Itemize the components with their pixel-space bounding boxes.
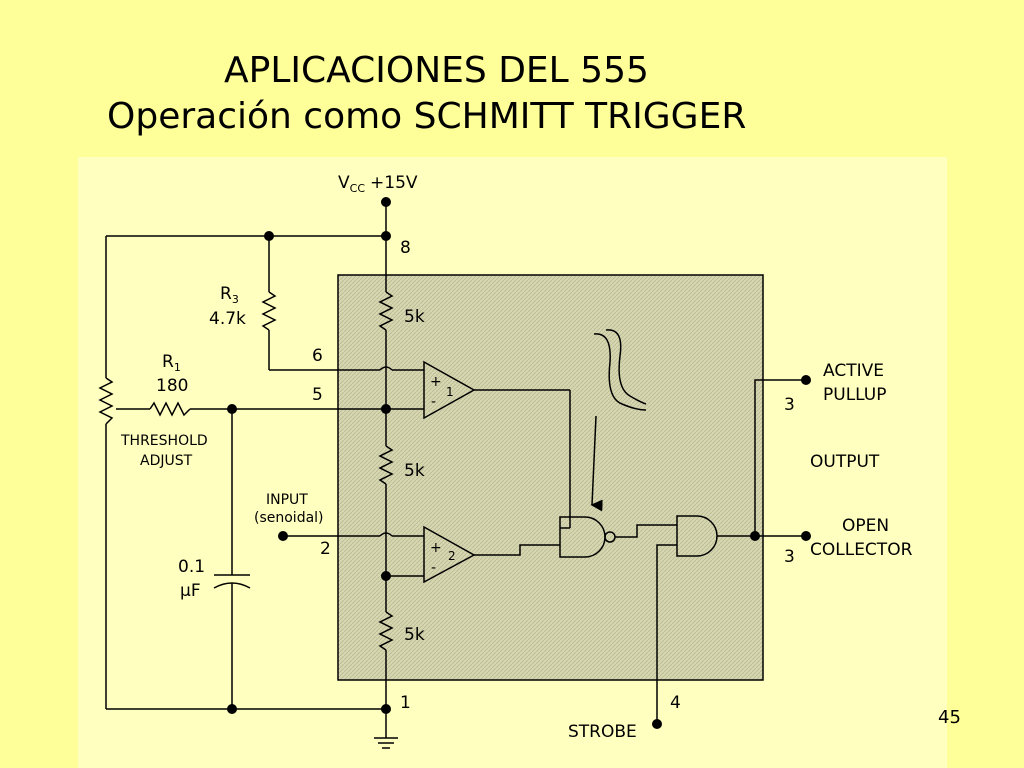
divider-resistor-mid (378, 445, 394, 485)
input-label-2: (senoidal) (254, 510, 324, 526)
strobe-label: STROBE (568, 722, 637, 742)
comp2-plus: + (430, 540, 442, 556)
junction-pin5 (381, 404, 391, 414)
comparator-2 (423, 525, 476, 584)
junction-pin1 (381, 704, 391, 714)
r3-resistor (261, 291, 277, 331)
divider-resistor-bottom (378, 611, 394, 651)
capacitor-unit: µF (180, 581, 201, 601)
output-label: OUTPUT (810, 452, 880, 472)
r3-value: 4.7k (209, 309, 246, 329)
junction-comp2-minus (381, 571, 391, 581)
junction-cap (227, 404, 237, 414)
threshold-potentiometer (98, 377, 114, 425)
r1-value: 180 (156, 376, 188, 396)
input-label-1: INPUT (266, 492, 308, 508)
divider-resistor-mid-value: 5k (404, 461, 425, 481)
divider-resistor-bottom-value: 5k (404, 625, 425, 645)
comp2-output-wire (474, 544, 560, 556)
comp1-minus: - (431, 394, 436, 410)
vcc-label: VCC+15V (338, 173, 418, 195)
junction-ground-cap (227, 704, 237, 714)
output-active-pullup-wire (754, 379, 806, 536)
schmitt-waveform-2 (605, 329, 647, 405)
comp2-minus: - (431, 560, 436, 576)
comparator-1 (423, 360, 476, 420)
comp1-plus: + (430, 374, 442, 390)
strobe-wire (656, 544, 677, 724)
page-number: 45 (938, 707, 961, 728)
open-collector-terminal (801, 531, 811, 541)
pin4-label: 4 (670, 693, 681, 713)
open-label-1: OPEN (842, 516, 889, 536)
pin2-label: 2 (320, 539, 331, 559)
active-label-1: ACTIVE (823, 361, 884, 381)
pin5-label: 5 (312, 385, 323, 405)
r1-label: R1 (162, 352, 181, 374)
input-crossover (379, 532, 393, 537)
divider-resistor-top-value: 5k (404, 307, 425, 327)
title-line-1: APLICACIONES DEL 555 (224, 50, 649, 91)
nand-to-and-wire (615, 524, 677, 538)
capacitor-value: 0.1 (178, 557, 205, 577)
ic-555-body (337, 274, 764, 681)
vcc-terminal (381, 197, 391, 207)
and-gate (676, 515, 718, 557)
r3-label: R3 (220, 284, 239, 306)
threshold-label-2: ADJUST (140, 453, 193, 469)
title-line-2: Operación como SCHMITT TRIGGER (107, 96, 747, 137)
pin1-label: 1 (400, 693, 411, 713)
strobe-terminal (652, 719, 662, 729)
comp1-number: 1 (446, 385, 454, 399)
junction-output (750, 531, 760, 541)
pin6-label: 6 (312, 346, 323, 366)
junction-r3-top (264, 231, 274, 241)
open-label-2: COLLECTOR (810, 540, 913, 560)
threshold-label-1: THRESHOLD (120, 433, 208, 449)
input-terminal (278, 531, 288, 541)
pin3-pullup-label: 3 (784, 395, 795, 415)
pin8-label: 8 (400, 238, 411, 258)
r1-resistor (149, 401, 191, 417)
junction-pin8 (381, 231, 391, 241)
divider-resistor-top (378, 291, 394, 331)
pin3-open-label: 3 (784, 547, 795, 567)
active-pullup-terminal (801, 375, 811, 385)
waveform-arrow (590, 415, 603, 512)
comp2-number: 2 (448, 549, 456, 563)
active-label-2: PULLUP (823, 385, 886, 405)
schmitt-waveform-1 (593, 333, 647, 411)
